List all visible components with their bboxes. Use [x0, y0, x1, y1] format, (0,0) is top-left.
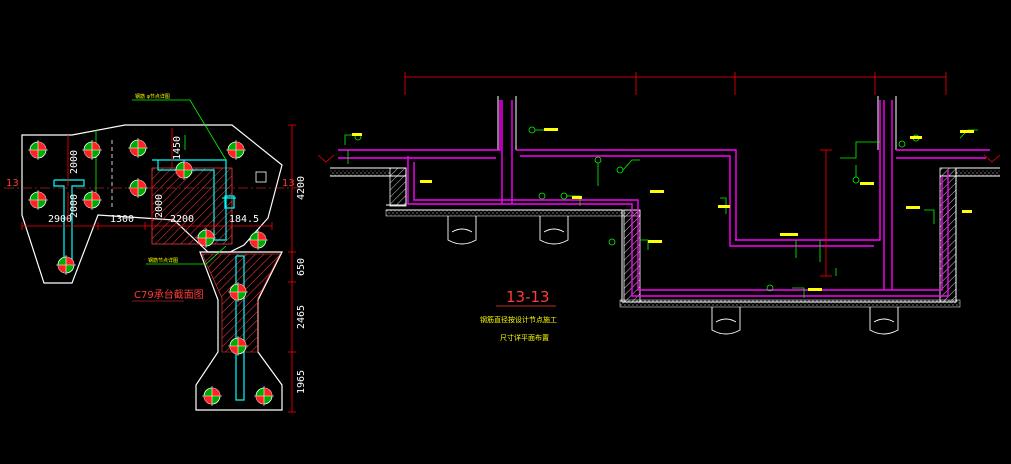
pile-marker	[196, 228, 216, 248]
section-piles	[447, 216, 899, 335]
section-title: 13-13	[506, 288, 550, 306]
pile-marker	[174, 160, 194, 180]
section-13-13: 13-13 钢筋直径按设计节点施工 尺寸详平面布置	[317, 72, 1001, 342]
section-cut-left: 13	[6, 178, 19, 189]
pile-marker	[226, 140, 246, 160]
detail-square	[255, 171, 267, 183]
dim-v-inner-3: 1450	[172, 136, 183, 160]
left-wall	[389, 167, 407, 207]
pile-marker	[128, 138, 148, 158]
dim-v-right-1: 4200	[296, 176, 307, 200]
pile-marker	[28, 140, 48, 160]
pile-marker	[28, 190, 48, 210]
column-outline	[195, 251, 283, 411]
pile-marker	[254, 386, 274, 406]
dim-v-inner-2: 2000	[69, 194, 80, 218]
pile-marker	[56, 255, 76, 275]
pile-cap-plan: 钢筋 φ节点详图 钢筋节点详图 13 13	[4, 93, 307, 413]
dim-h-4: 184.5	[229, 214, 259, 225]
section-note-1: 钢筋直径按设计节点施工	[480, 315, 557, 324]
hatched-neck	[201, 253, 281, 353]
detail-caption: C79承台截面图	[134, 288, 204, 301]
small-annotations	[352, 128, 974, 291]
dim-v-right-2: 650	[296, 258, 307, 276]
dim-h-3: 2200	[170, 214, 194, 225]
gravel-bed-right	[956, 170, 1000, 176]
horizontal-dimension	[21, 222, 273, 230]
pile-markers	[28, 138, 274, 406]
gravel-bed-mid	[385, 209, 641, 217]
rebar-lines	[338, 100, 990, 297]
dim-v-inner-1: 2000	[69, 150, 80, 174]
pile-marker	[228, 282, 248, 302]
dim-v-right-4: 1965	[296, 370, 307, 394]
leader-note-mid: 钢筋节点详图	[148, 257, 178, 264]
section-cut-right: 13	[282, 178, 295, 189]
dim-v-right-3: 2465	[296, 305, 307, 329]
leader-note-top: 钢筋 φ节点详图	[135, 93, 170, 100]
pile-marker	[248, 230, 268, 250]
section-outline	[330, 96, 1000, 303]
section-note-2: 尺寸详平面布置	[500, 333, 549, 342]
pile-marker	[82, 190, 102, 210]
top-dimension-line	[404, 72, 947, 95]
rebar-tags	[344, 126, 978, 298]
gravel-bed-left	[330, 170, 390, 176]
pile-marker	[202, 386, 222, 406]
gravel-bed-bottom	[619, 299, 961, 308]
vertical-dimension-chain	[288, 124, 296, 413]
dim-v-inner-4: 2000	[154, 194, 165, 218]
dim-h-1: 2900	[48, 214, 72, 225]
pile-marker	[82, 140, 102, 160]
pile-marker	[228, 336, 248, 356]
dim-h-2: 1300	[110, 214, 134, 225]
